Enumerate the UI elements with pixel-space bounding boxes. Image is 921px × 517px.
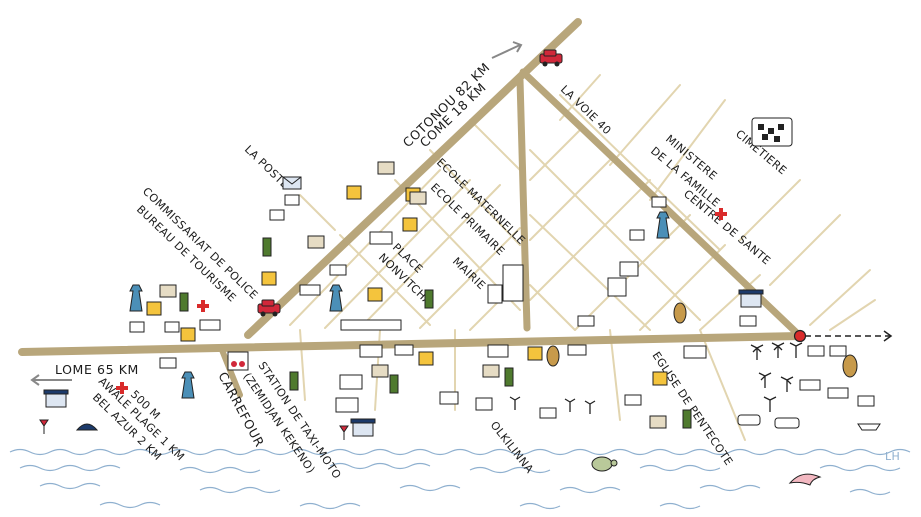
boat-icon — [857, 423, 881, 431]
arrow-cotonou-icon — [491, 44, 521, 59]
label-commissariat: COMMISSARIAT DE POLICE — [140, 185, 261, 302]
dolphin-icon — [788, 473, 822, 486]
turtle-icon — [591, 456, 618, 472]
car-icon — [539, 49, 563, 67]
pot-icon — [159, 161, 667, 429]
location-marker-icon — [793, 329, 807, 343]
cross-icon — [116, 208, 727, 394]
umbrella-icon — [75, 423, 99, 431]
palm-icon — [509, 342, 803, 414]
moto-icon — [227, 351, 249, 371]
label-bureau-tourisme: BUREAU DE TOURISME — [134, 203, 239, 305]
label-lome: LOME 65 KM — [55, 362, 139, 377]
car-icon — [257, 299, 281, 317]
signature: LH — [885, 450, 900, 463]
mail-icon — [282, 176, 302, 190]
label-olkilinna: OLKILINNA — [488, 419, 537, 476]
bottle-icon — [179, 237, 692, 429]
sea — [9, 448, 911, 510]
direction-arrows — [30, 41, 893, 386]
hotel-icon — [43, 289, 764, 437]
cemetery-icon — [751, 117, 793, 147]
label-mairie: MAIRIE — [450, 255, 488, 292]
label-centre-sante: CENTRE DE SANTE — [681, 187, 773, 267]
cattle-icon — [737, 414, 800, 429]
dress-icon — [129, 211, 670, 399]
box-icon — [146, 185, 668, 386]
label-cotonou: COTONOU 82 KM — [400, 59, 493, 150]
mask-icon — [546, 302, 858, 378]
wine-icon — [39, 419, 349, 440]
houses — [129, 194, 875, 419]
